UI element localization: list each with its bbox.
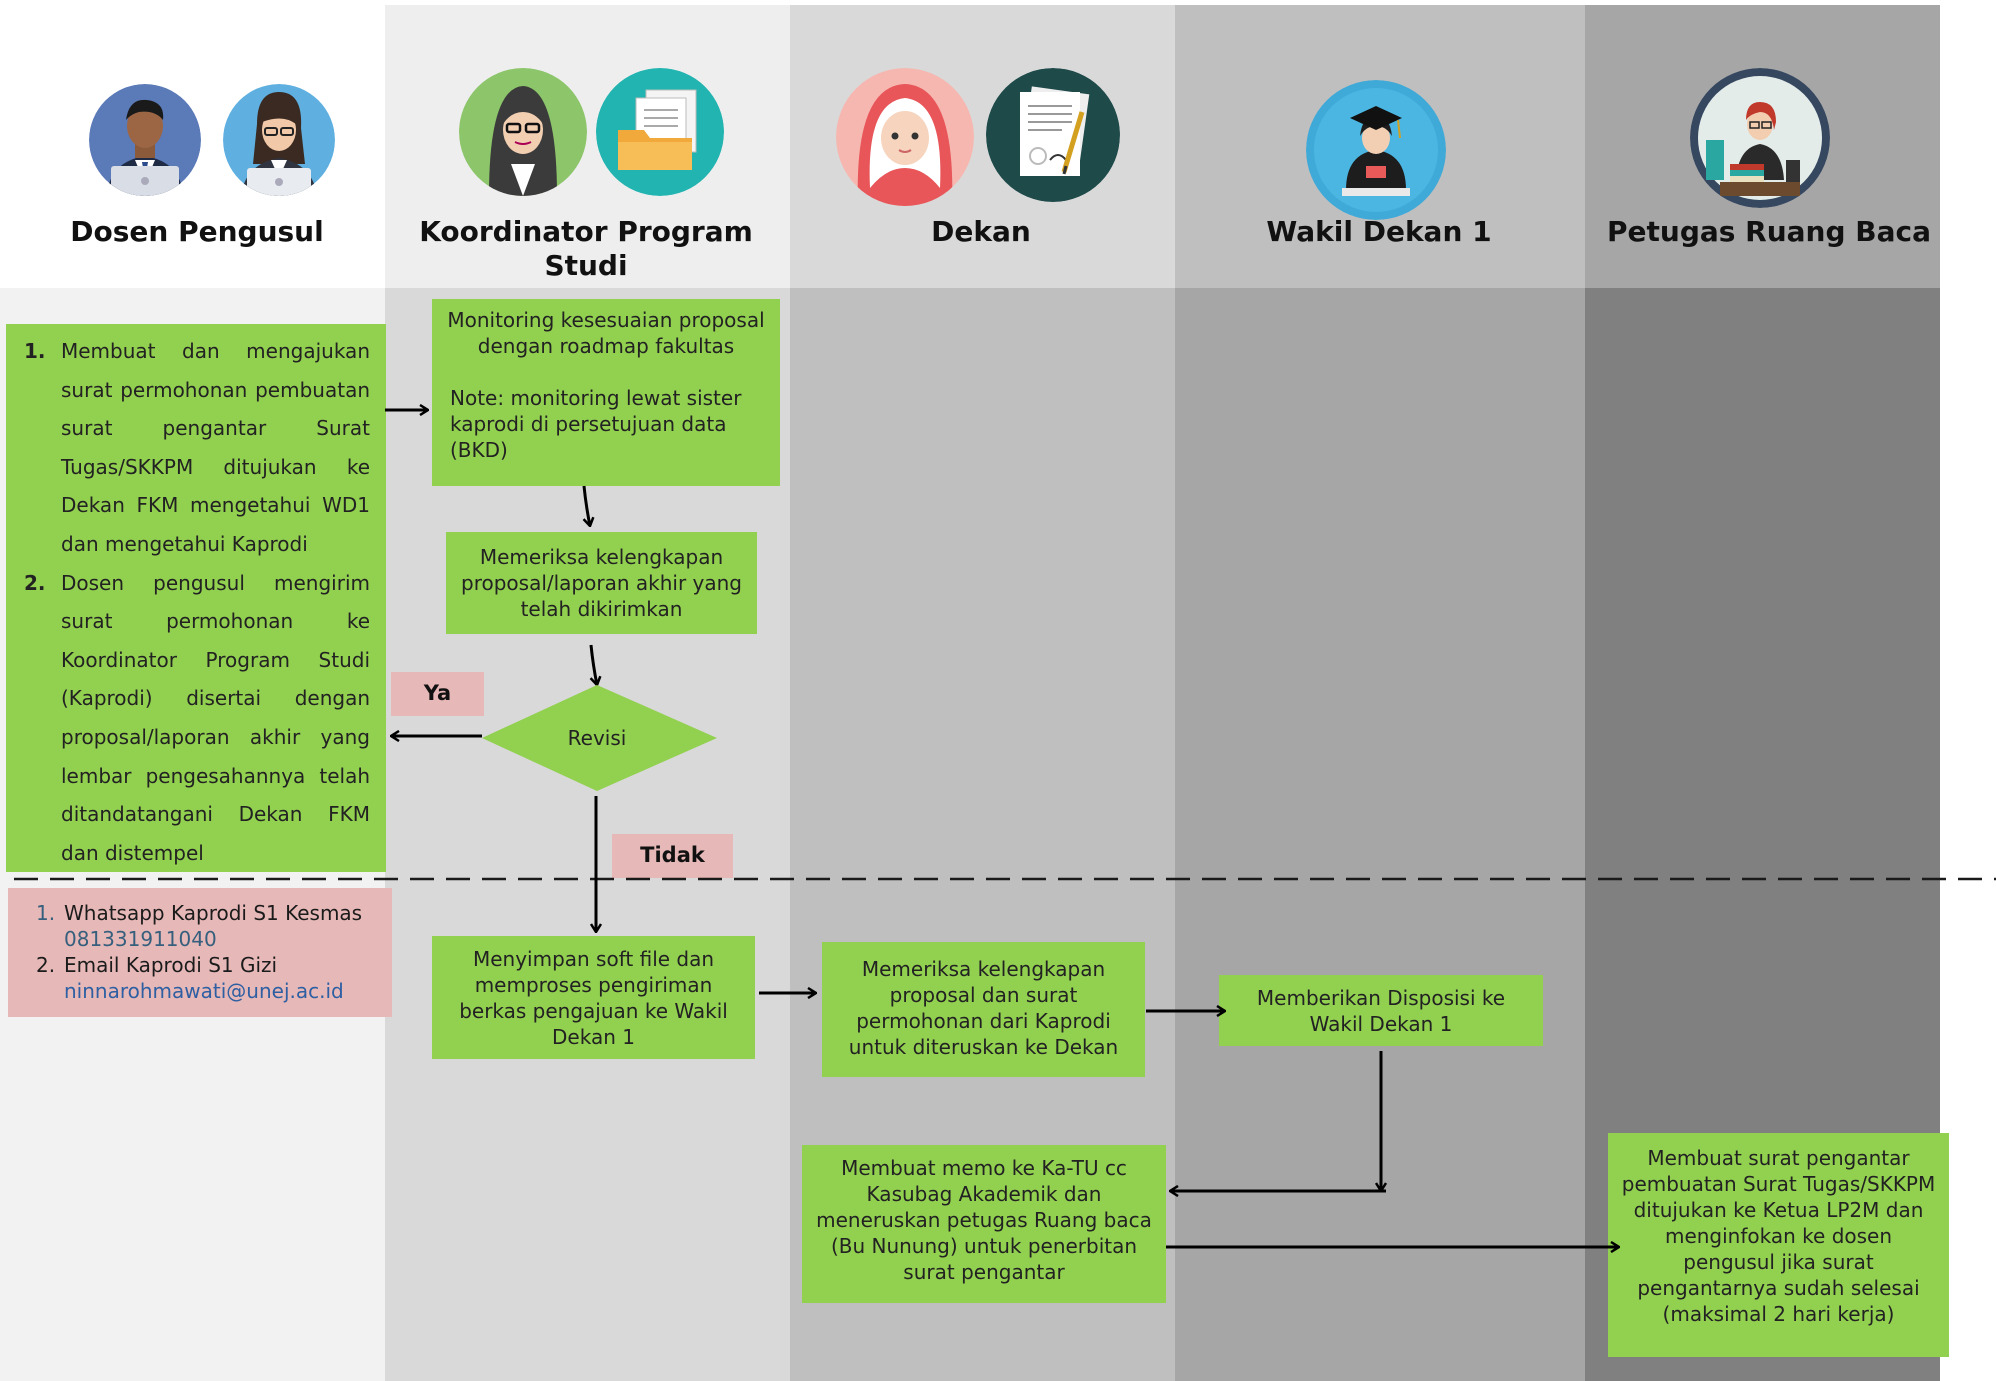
box-memo: Membuat memo ke Ka-TU cc Kasubag Akademi… [802, 1145, 1166, 1303]
box-surat-pengantar: Membuat surat pengantar pembuatan Surat … [1608, 1133, 1949, 1357]
monitoring-note: Note: monitoring lewat sister kaprodi di… [450, 386, 742, 462]
contact-item: 1. Whatsapp Kaprodi S1 Kesmas 0813319110… [36, 900, 382, 952]
dosen-steps-box: 1. Membuat dan mengajukan surat permohon… [6, 324, 386, 872]
arrow-monitoring-to-memeriksa [582, 485, 590, 526]
decision-diamond [482, 685, 717, 791]
dosen-man-icon [89, 84, 201, 196]
contact-email-link[interactable]: ninnarohmawati@unej.ac.id [64, 979, 344, 1003]
step-number: 2. [24, 570, 46, 595]
box-menyimpan: Menyimpan soft file dan memproses pengir… [432, 936, 755, 1059]
role-petugas: Petugas Ruang Baca [1606, 215, 1932, 248]
role-koordinator: Koordinator Program Studi [419, 215, 753, 282]
contact-label: Email Kaprodi S1 Gizi [64, 953, 278, 977]
dekan-hijab-icon [836, 68, 974, 206]
contact-number: 1. [36, 901, 56, 925]
box-monitoring: Monitoring kesesuaian proposal dengan ro… [432, 299, 780, 486]
arrow-memeriksa-to-revisi [589, 644, 597, 685]
box-dekan-periksa: Memeriksa kelengkapan proposal dan surat… [822, 942, 1145, 1077]
label-ya: Ya [391, 672, 484, 716]
label-tidak: Tidak [612, 834, 733, 878]
kaprodi-hijab-icon [459, 68, 587, 196]
signed-document-icon [986, 68, 1120, 202]
contact-label: Whatsapp Kaprodi S1 Kesmas [64, 901, 363, 925]
contact-box: 1. Whatsapp Kaprodi S1 Kesmas 0813319110… [8, 888, 392, 1017]
step-text: Dosen pengusul mengirim surat permohonan… [61, 570, 370, 865]
step-number: 1. [24, 339, 46, 363]
box-memeriksa: Memeriksa kelengkapan proposal/laporan a… [446, 532, 757, 634]
monitoring-text: Monitoring kesesuaian proposal dengan ro… [447, 308, 765, 358]
folder-documents-icon [596, 68, 724, 196]
contact-number: 2. [36, 953, 56, 977]
decision-revisi-label: Revisi [567, 726, 627, 750]
graduate-icon [1306, 80, 1446, 220]
step-item: 2. Dosen pengusul mengirim surat permoho… [24, 564, 370, 873]
role-dekan: Dekan [931, 215, 1031, 248]
librarian-icon [1690, 68, 1830, 208]
step-text: Membuat dan mengajukan surat permohonan … [61, 339, 370, 556]
dosen-woman-icon [223, 84, 335, 196]
contact-phone[interactable]: 081331911040 [64, 927, 217, 951]
role-dosen-pengusul: Dosen Pengusul [70, 215, 324, 248]
role-wakil-dekan: Wakil Dekan 1 [1266, 215, 1492, 248]
lane-koordinator-header [385, 5, 790, 288]
step-item: 1. Membuat dan mengajukan surat permohon… [24, 332, 370, 564]
box-disposisi: Memberikan Disposisi ke Wakil Dekan 1 [1219, 975, 1543, 1046]
contact-item: 2. Email Kaprodi S1 Gizi ninnarohmawati@… [36, 952, 382, 1004]
